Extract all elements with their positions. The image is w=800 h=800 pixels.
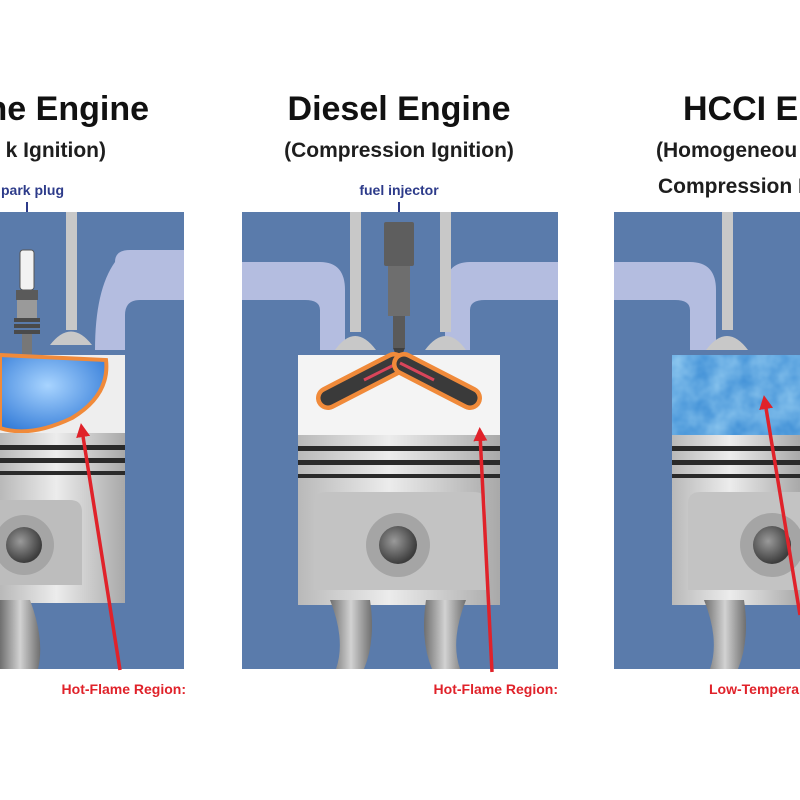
- piston-pin: [6, 527, 42, 563]
- fuel-spray-plume: [392, 352, 482, 410]
- fuel-injector-label: fuel injector: [359, 182, 439, 198]
- valve-stem: [66, 212, 77, 330]
- valve-stem: [350, 212, 361, 332]
- piston-ring: [672, 474, 800, 478]
- valve-head: [706, 336, 748, 350]
- low-temperature-arrow: [759, 395, 800, 616]
- connecting-rod: [704, 600, 746, 669]
- panel-title: ne Engine: [0, 90, 149, 128]
- connecting-rod: [0, 600, 41, 669]
- panel-subtitle: k Ignition): [6, 139, 106, 162]
- fuel-injector-icon: [384, 222, 414, 362]
- panel-subtitle: (Homogeneou: [656, 139, 797, 162]
- homogeneous-charge-texture: [672, 355, 800, 435]
- port: [242, 262, 345, 350]
- port: [445, 262, 558, 350]
- valve-head: [425, 336, 466, 350]
- piston-ring: [672, 460, 800, 465]
- valve-head: [50, 331, 92, 345]
- panel-subtitle: (Compression Ignition): [284, 139, 514, 162]
- piston-ring: [298, 460, 500, 465]
- spark-charge: [0, 352, 109, 434]
- panel-spark-ignition: ne Engine k Ignition) park plug: [0, 90, 186, 697]
- piston-ring: [298, 446, 500, 451]
- panel-title: HCCI Eng: [683, 90, 800, 128]
- hot-flame-arrow: [76, 423, 122, 671]
- region-caption: Hot-Flame Region:: [62, 681, 186, 697]
- piston-ring: [0, 458, 125, 463]
- valve-stem: [440, 212, 451, 332]
- port: [614, 262, 716, 350]
- region-caption: Low-Tempera: [709, 681, 799, 697]
- piston-ring: [298, 474, 500, 478]
- piston-ring: [0, 471, 125, 475]
- port: [95, 250, 184, 350]
- panel-hcci: HCCI Eng (Homogeneou Compression I Low-T…: [614, 90, 800, 697]
- piston-ring: [0, 445, 125, 450]
- region-caption: Hot-Flame Region:: [434, 681, 558, 697]
- panel-subtitle-line-2: Compression I: [658, 175, 800, 198]
- piston-pin: [753, 526, 791, 564]
- connecting-rod: [424, 600, 466, 669]
- panel-diesel: Diesel Engine (Compression Ignition) fue…: [242, 90, 558, 697]
- panel-title: Diesel Engine: [288, 90, 511, 128]
- piston-ring: [672, 446, 800, 451]
- hot-flame-arrow: [473, 427, 494, 673]
- spark-plug-label: park plug: [1, 182, 64, 198]
- spark-plug-icon: [14, 249, 40, 354]
- connecting-rod: [330, 600, 372, 669]
- valve-stem: [722, 212, 733, 330]
- piston-pin: [379, 526, 417, 564]
- valve-head: [335, 336, 376, 350]
